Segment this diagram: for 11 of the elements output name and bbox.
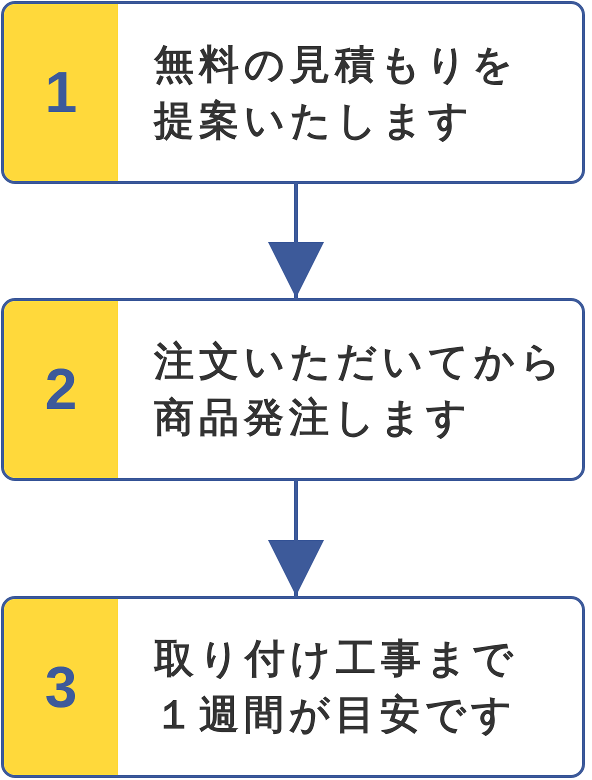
step-box [1, 596, 585, 778]
down-arrow [268, 481, 324, 596]
step-number: 3 [4, 599, 118, 775]
step-box [1, 298, 585, 481]
down-arrow [268, 184, 324, 298]
step-number: 2 [4, 301, 118, 478]
step-box [1, 1, 585, 184]
step-number: 1 [4, 4, 118, 181]
step-text: 無料の見積もりを提案いたします [154, 40, 519, 146]
step-text: 取り付け工事まで１週間が目安です [154, 635, 519, 740]
step-text: 注文いただいてから商品発注します [154, 338, 567, 442]
